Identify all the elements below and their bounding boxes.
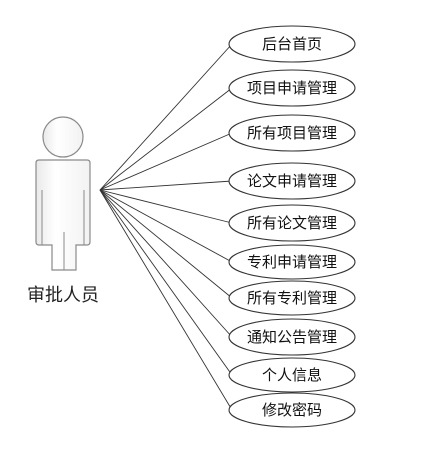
use-case-ellipse: [228, 280, 356, 316]
association-line: [99, 189, 233, 376]
actor-figure: [35, 116, 91, 271]
use-case-ellipse: [228, 204, 356, 242]
use-case-ellipse: [228, 114, 356, 152]
use-case-label: 所有项目管理: [247, 124, 337, 142]
actor-label: 审批人员: [27, 285, 99, 306]
association-line: [99, 189, 233, 411]
use-case-list: 后台首页 项目申请管理 所有项目管理 论文申请管理 所有论文管理 专利申请管理 …: [228, 25, 356, 428]
use-case-ellipse: [228, 162, 356, 200]
use-case: 后台首页: [228, 25, 356, 63]
use-case: 修改密码: [228, 392, 356, 428]
use-case: 所有项目管理: [228, 114, 356, 152]
use-case-label: 通知公告管理: [247, 328, 337, 346]
association-lines: [99, 43, 233, 411]
use-case-label: 项目申请管理: [247, 79, 337, 97]
use-case-ellipse: [228, 25, 356, 63]
actor-body: [35, 159, 91, 271]
association-line: [99, 189, 233, 263]
use-case: 所有专利管理: [228, 280, 356, 316]
use-case-ellipse: [228, 69, 356, 107]
use-case: 论文申请管理: [228, 162, 356, 200]
association-line: [99, 189, 233, 224]
use-case-label: 论文申请管理: [247, 172, 337, 190]
use-case: 所有论文管理: [228, 204, 356, 242]
use-case: 专利申请管理: [228, 244, 356, 280]
use-case-label: 个人信息: [262, 366, 322, 384]
use-case-label: 所有论文管理: [247, 214, 337, 232]
use-case-ellipse: [228, 357, 356, 393]
use-case: 个人信息: [228, 357, 356, 393]
use-case-ellipse: [228, 244, 356, 280]
association-line: [99, 189, 233, 299]
use-case-label: 修改密码: [262, 401, 322, 419]
association-line: [99, 189, 233, 338]
association-line: [99, 132, 233, 191]
association-line: [99, 87, 233, 191]
use-case: 项目申请管理: [228, 69, 356, 107]
association-line: [99, 180, 233, 191]
use-case-ellipse: [228, 318, 356, 356]
use-case-ellipse: [228, 392, 356, 428]
use-case-label: 后台首页: [262, 35, 322, 53]
use-case-label: 专利申请管理: [247, 253, 337, 271]
actor-head: [42, 116, 84, 158]
use-case: 通知公告管理: [228, 318, 356, 356]
association-line: [99, 43, 233, 191]
use-case-label: 所有专利管理: [247, 289, 337, 307]
